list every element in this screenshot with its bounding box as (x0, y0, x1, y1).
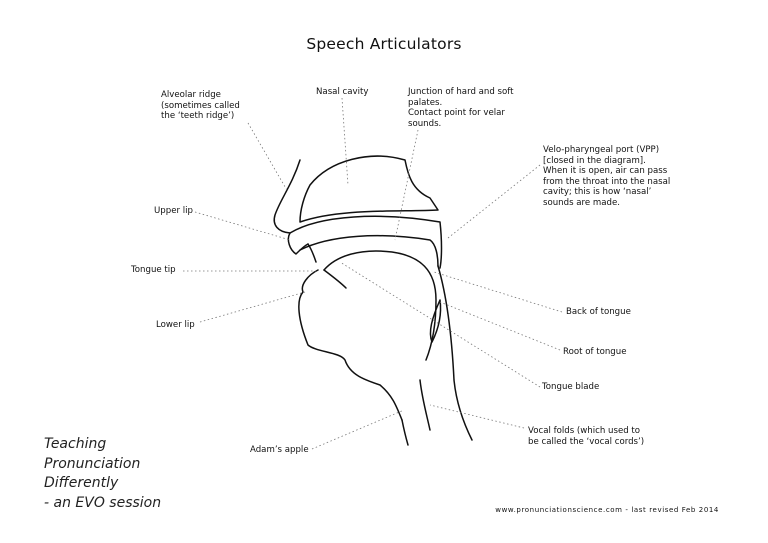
branding-text: Teaching Pronunciation Differently - an … (44, 436, 162, 511)
leader-adams-apple (311, 409, 405, 450)
label-lower-lip: Lower lip (156, 320, 195, 330)
label-tongue-tip: Tongue tip (131, 265, 176, 275)
label-tongue-blade: Tongue blade (542, 382, 600, 392)
nose-outline (273, 159, 301, 234)
leader-lower-lip (199, 291, 306, 323)
page-title: Speech Articulators (306, 35, 462, 53)
upper-teeth (307, 243, 317, 263)
lower-lip-shape (298, 269, 403, 421)
label-adams-apple: Adam’s apple (250, 445, 309, 455)
label-back-of-tongue: Back of tongue (566, 307, 631, 317)
palate-band (289, 215, 443, 269)
label-vocal-folds: Vocal folds (which used to be called the… (528, 426, 645, 447)
tongue-outline (323, 250, 437, 361)
label-velo-pharyngeal-port: Velo-pharyngeal port (VPP) [closed in th… (543, 145, 671, 208)
chin-neck (401, 419, 409, 446)
leader-vpp (447, 164, 541, 239)
leader-alveolar (247, 122, 289, 193)
label-root-of-tongue: Root of tongue (563, 347, 627, 357)
leader-nasal (341, 97, 349, 186)
nasal-cavity-outline (299, 155, 439, 223)
label-upper-lip: Upper lip (154, 206, 193, 216)
leader-tongue-blade (339, 261, 541, 388)
larynx (419, 379, 431, 431)
leader-back-tongue (433, 271, 563, 313)
leader-root-tongue (439, 301, 561, 351)
leader-junction (394, 129, 419, 241)
footer-credit: www.pronunciationscience.com - last revi… (495, 506, 719, 514)
leader-upper-lip (194, 211, 291, 241)
label-nasal-cavity: Nasal cavity (316, 87, 369, 97)
label-junction-palates: Junction of hard and soft palates. Conta… (408, 87, 514, 129)
tongue-body (323, 269, 347, 289)
label-alveolar-ridge: Alveolar ridge (sometimes called the ‘te… (161, 90, 240, 122)
epiglottis (429, 299, 442, 343)
palate-lower (299, 234, 439, 267)
upper-lip-shape (287, 232, 309, 255)
pharynx-wall (437, 265, 473, 441)
leader-vocal-folds (429, 404, 525, 429)
